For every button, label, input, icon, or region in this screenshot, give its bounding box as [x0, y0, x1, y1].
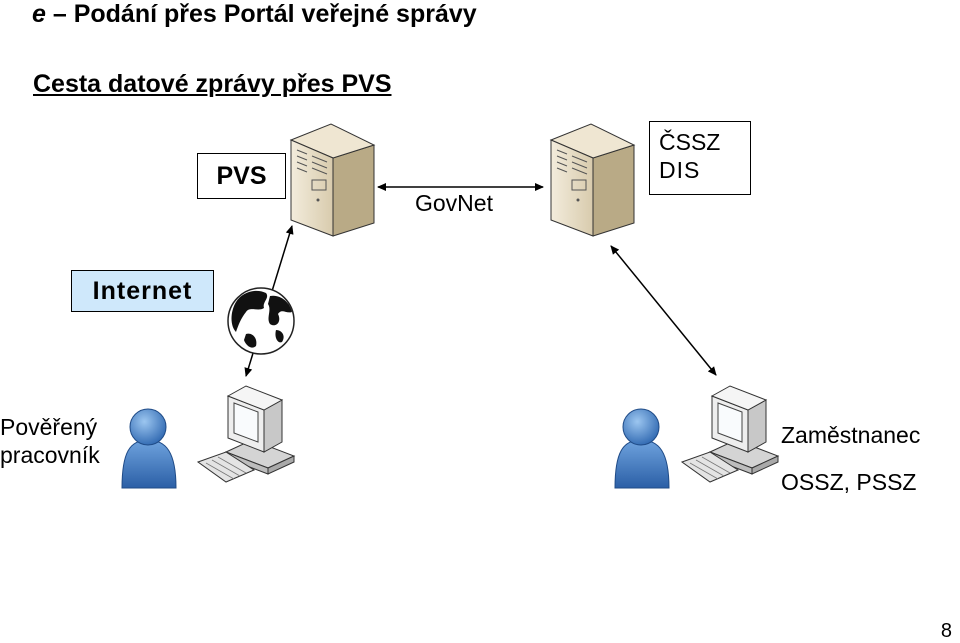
cssz-arrow [610, 245, 717, 376]
page-title: e – Podání přes Portál veřejné správy [32, 0, 477, 29]
left-user-label-line2: pracovník [0, 442, 100, 468]
title-prefix: e [32, 0, 46, 28]
title-text: – Podání přes Portál veřejné správy [45, 0, 477, 28]
right-user-label-line2: OSSZ, PSSZ [781, 469, 917, 495]
computer-icon-left [196, 385, 296, 483]
cssz-label-box: ČSSZ DIS [649, 121, 751, 195]
computer-icon-right [680, 385, 780, 483]
pvs-label-box: PVS [197, 153, 286, 199]
page-number: 8 [940, 620, 952, 642]
cssz-label-line2: DIS [659, 157, 701, 183]
cssz-server-icon [549, 123, 636, 237]
cssz-label-line1: ČSSZ [659, 129, 721, 155]
globe-icon [227, 287, 295, 355]
subtitle: Cesta datové zprávy přes PVS [33, 70, 392, 98]
pvs-server-icon [289, 123, 376, 237]
internet-label-box: Internet [71, 270, 214, 312]
left-user-label-line1: Pověřený [0, 414, 98, 440]
user-person-icon-right [614, 408, 670, 489]
user-person-icon-left [121, 408, 177, 489]
left-user-label: Pověřený pracovník [0, 413, 100, 469]
right-user-label-line1: Zaměstnanec [781, 422, 921, 448]
govnet-label: GovNet [415, 190, 493, 216]
